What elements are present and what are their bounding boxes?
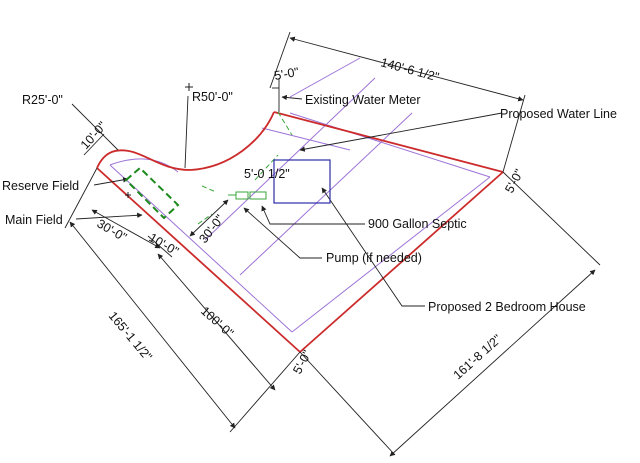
center-marks (125, 83, 193, 198)
label-pump: Pump (if needed) (326, 251, 422, 265)
label-house: Proposed 2 Bedroom House (428, 300, 586, 314)
dimension-lines (64, 31, 601, 457)
dim-radius-small: R25'-0" (22, 93, 63, 107)
dim-left-length: 165'-1 1/2" (106, 309, 155, 364)
house-outline (273, 159, 331, 204)
dim-radius-large: R50'-0" (192, 90, 233, 104)
water-line (197, 111, 293, 225)
dim-setback-top: 5'-0" (273, 65, 300, 83)
label-water-line: Proposed Water Line (500, 107, 617, 121)
label-septic: 900 Gallon Septic (368, 217, 467, 231)
labels: Existing Water Meter Proposed Water Line… (2, 93, 617, 314)
property-right-edge (299, 171, 504, 353)
property-curve (96, 111, 275, 171)
label-water-meter: Existing Water Meter (305, 93, 421, 107)
dim-setback-house: 5'-0 1/2" (244, 167, 290, 181)
label-reserve-field: Reserve Field (2, 179, 79, 193)
dim-setback-bottom: 5'-0" (290, 348, 314, 377)
drain-field (124, 166, 180, 220)
dim-field-setback: 10'-0" (147, 230, 182, 258)
dim-septic-spacing: 30'-0" (196, 212, 227, 246)
dim-field-width: 10'-0" (78, 119, 110, 152)
dim-top-length: 140'-6 1/2" (379, 55, 440, 84)
dim-house-length: 100'-0" (198, 304, 236, 340)
property-top-edge (273, 111, 504, 173)
label-main-field: Main Field (5, 213, 63, 227)
leader-lines (75, 94, 503, 307)
dim-right-length: 161'-8 1/2" (451, 332, 505, 382)
septic-tank (228, 191, 267, 200)
